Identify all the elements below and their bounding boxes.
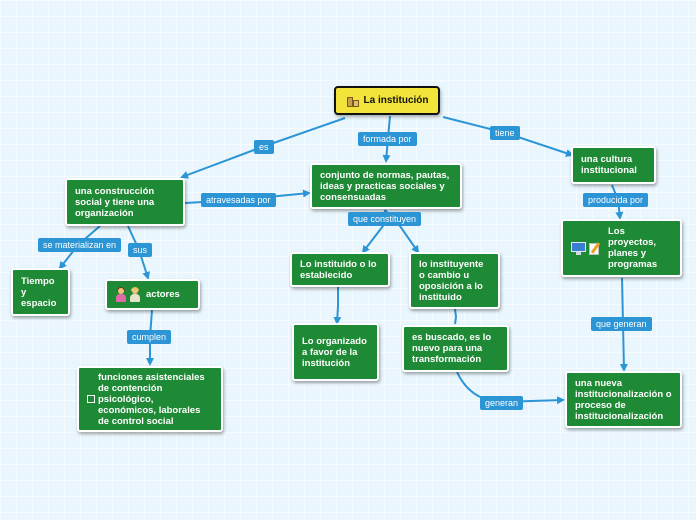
link-label-se-materializan-en[interactable]: se materializan en [38, 238, 122, 252]
node-label: una nueva institucionalización o proceso… [575, 377, 672, 422]
computer-monitor-icon [571, 241, 586, 255]
link-label-que-constituyen[interactable]: que constituyen [348, 212, 422, 226]
node-label: Lo organizado a favor de la institución [302, 335, 367, 369]
node-label: Los proyectos, planes y programas [608, 226, 658, 270]
woman-icon [115, 286, 127, 302]
node-proyectos-planes[interactable]: Los proyectos, planes y programas [561, 219, 682, 277]
link-label-generan[interactable]: generan [480, 396, 524, 410]
node-label: una construcción social y tiene una orga… [75, 185, 155, 219]
node-tiempo-espacio[interactable]: Tiempo y espacio [11, 268, 70, 316]
node-actores[interactable]: actores [105, 279, 200, 310]
root-node-la-institucion[interactable]: La institución [334, 86, 440, 115]
node-nueva-institucionalizacion[interactable]: una nueva institucionalización o proceso… [565, 371, 682, 428]
node-conjunto-normas[interactable]: conjunto de normas, pautas, ideas y prac… [310, 163, 462, 209]
memo-icon [589, 241, 602, 255]
link-label-sus[interactable]: sus [128, 243, 153, 257]
node-cultura-institucional[interactable]: una cultura institucional [571, 146, 656, 184]
node-label: lo instituyente o cambio u oposición a l… [419, 258, 484, 303]
link-label-formada-por[interactable]: formada por [358, 132, 417, 146]
node-lo-instituyente[interactable]: lo instituyente o cambio u oposición a l… [409, 252, 500, 309]
node-label: funciones asistenciales de contención ps… [98, 371, 205, 427]
node-funciones-asistenciales[interactable]: funciones asistenciales de contención ps… [77, 366, 223, 432]
node-construccion-social[interactable]: una construcción social y tiene una orga… [65, 178, 185, 226]
node-es-buscado[interactable]: es buscado, es lo nuevo para una transfo… [402, 325, 509, 372]
node-lo-instituido[interactable]: Lo instituido o lo establecido [290, 252, 390, 287]
link-label-tiene[interactable]: tiene [490, 126, 520, 140]
node-label: actores [146, 289, 180, 300]
man-icon [129, 286, 141, 302]
link-label-atravesadas-por[interactable]: atravesadas por [201, 193, 276, 207]
connector-instituyente-buscado [454, 308, 458, 325]
office-building-icon [346, 94, 360, 108]
node-lo-organizado[interactable]: Lo organizado a favor de la institución [292, 323, 379, 381]
link-label-que-generan[interactable]: que generan [591, 317, 652, 331]
link-label-es[interactable]: es [254, 140, 274, 154]
link-label-producida-por[interactable]: producida por [583, 193, 649, 207]
link-label-cumplen[interactable]: cumplen [127, 330, 172, 344]
node-label: Tiempo y espacio [21, 275, 57, 309]
connector-instituido-organizado [333, 287, 342, 325]
node-label: es buscado, es lo nuevo para una transfo… [412, 332, 492, 365]
node-label: una cultura institucional [581, 154, 637, 176]
bullet-icon [87, 395, 95, 403]
node-label: Lo instituido o lo establecido [300, 258, 377, 281]
root-label: La institución [363, 95, 429, 106]
node-label: conjunto de normas, pautas, ideas y prac… [320, 169, 450, 203]
